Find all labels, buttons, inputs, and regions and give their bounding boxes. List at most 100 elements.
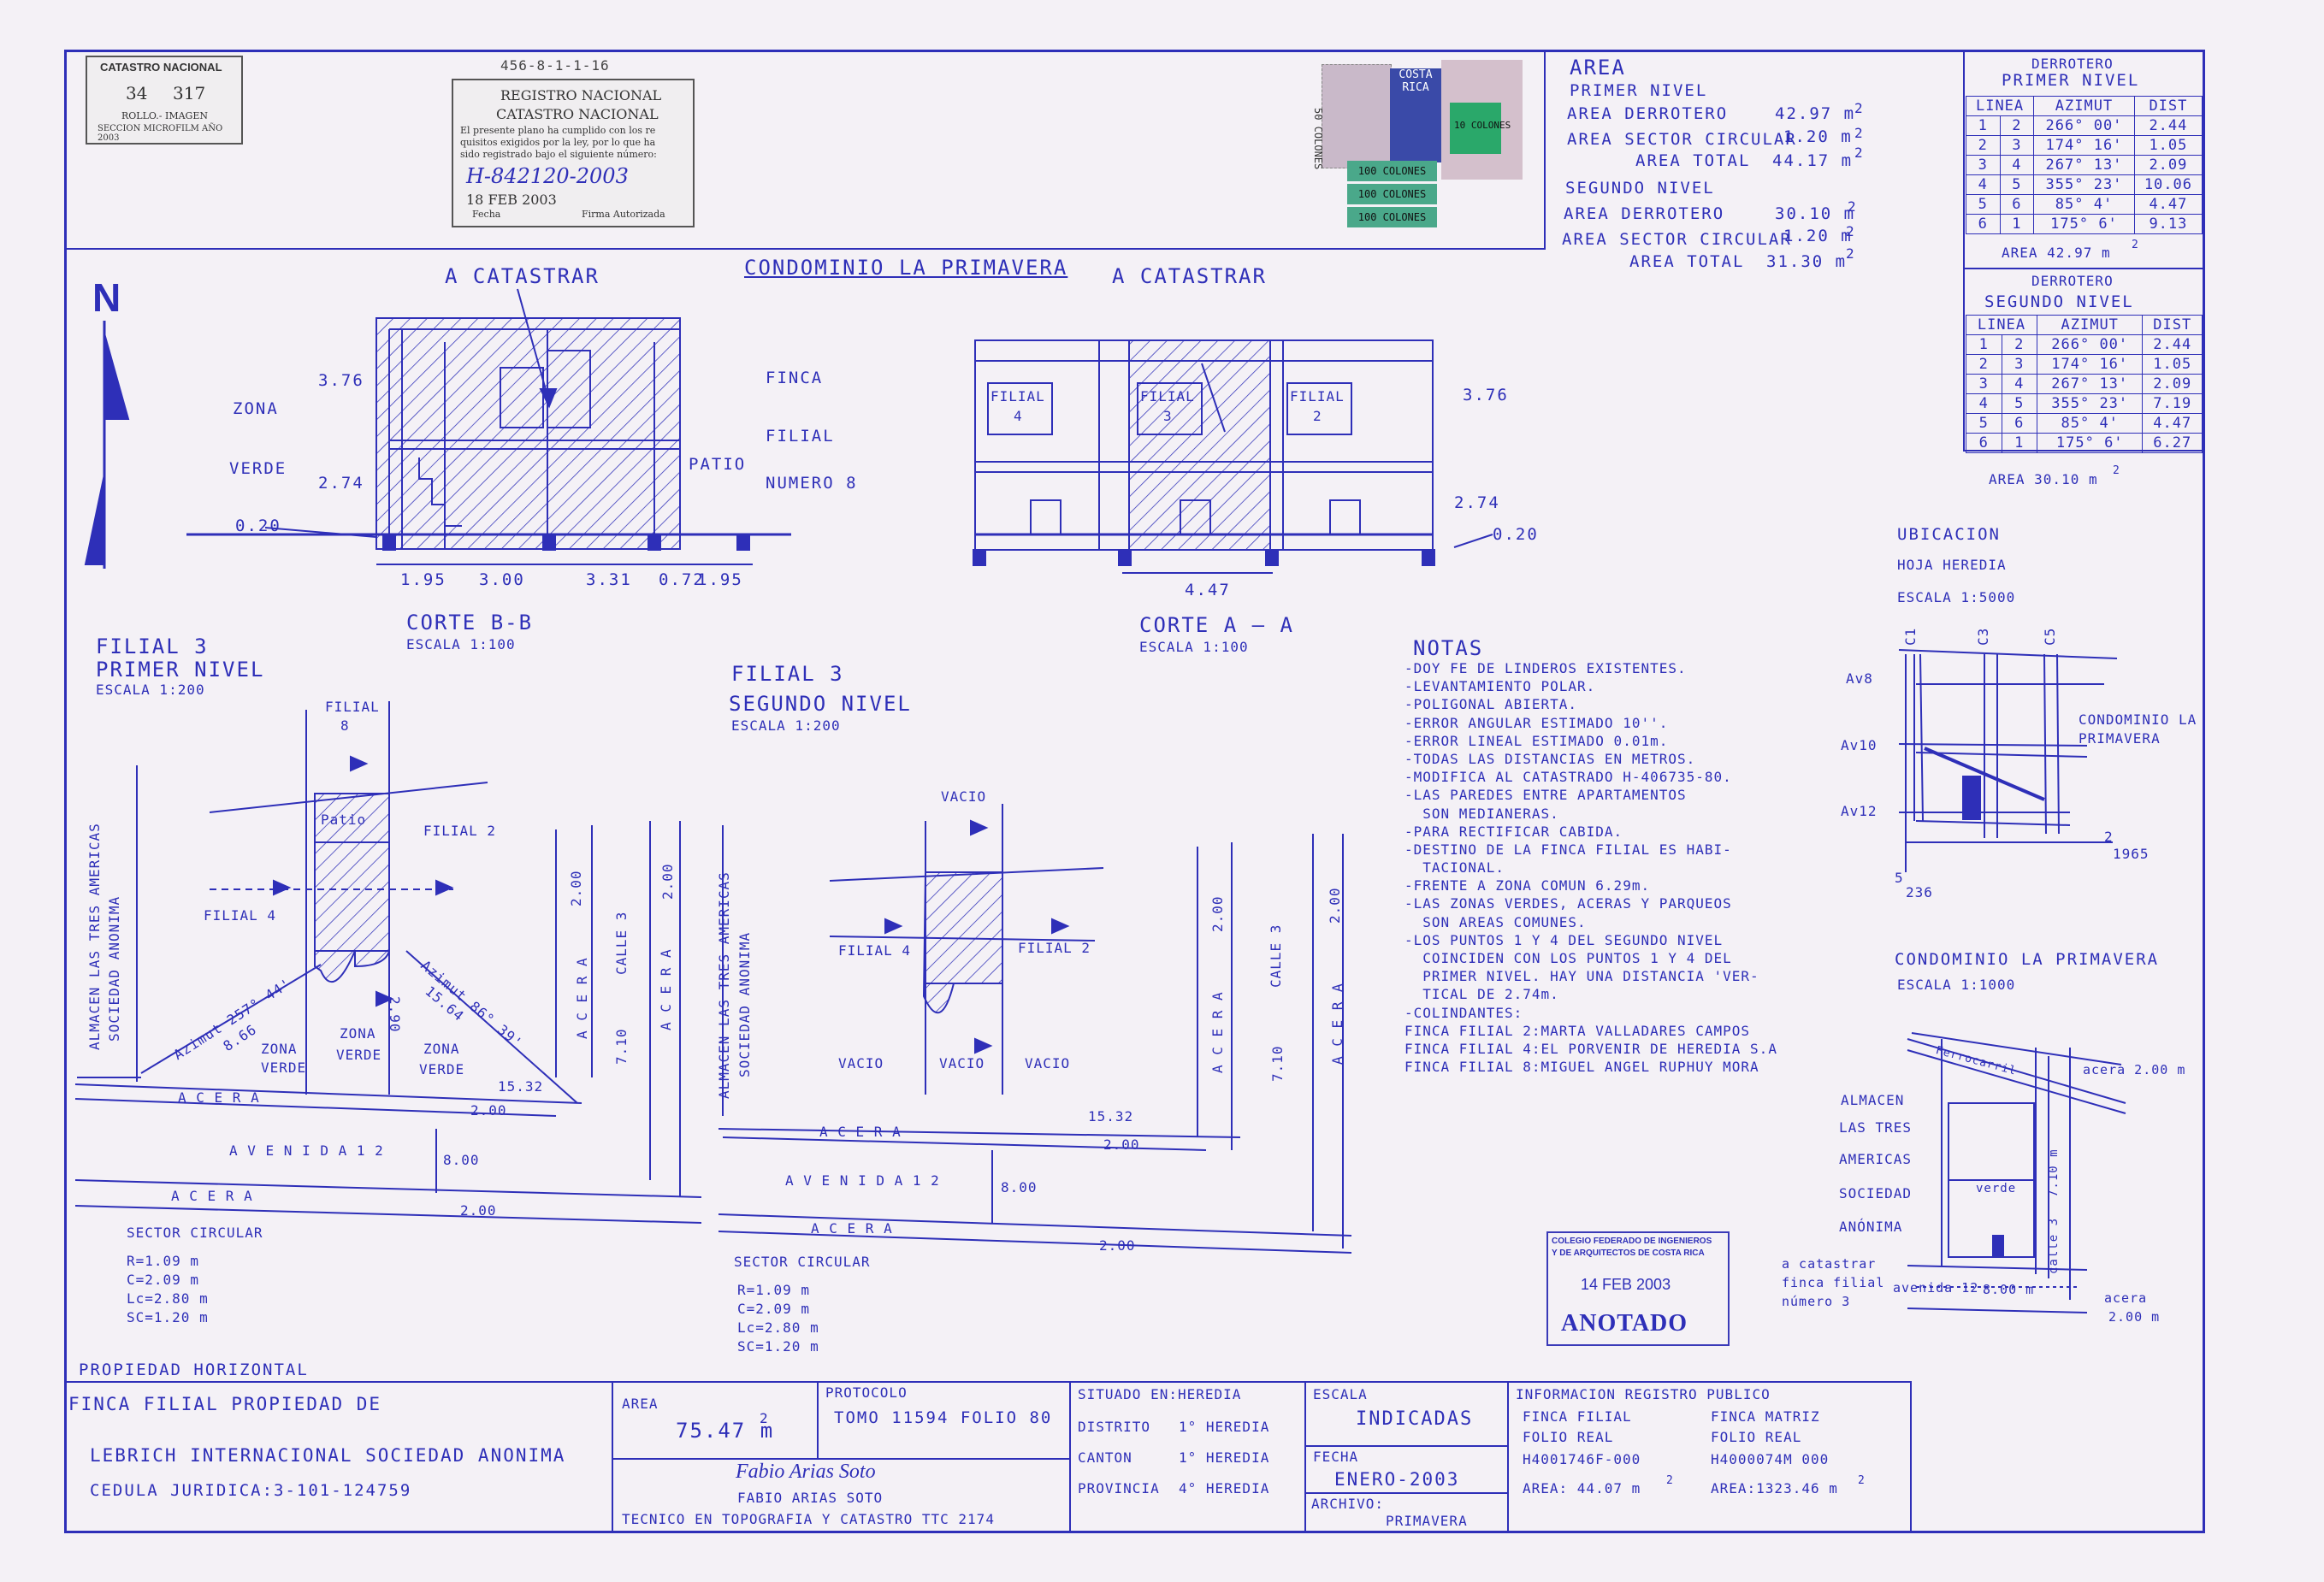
p1-verde-b: VERDE: [336, 1047, 382, 1063]
derrotero2-header: AZIMUT: [2036, 315, 2144, 335]
derrotero1-t1: DERROTERO: [2031, 56, 2114, 72]
ft-signature: Fabio Arias Soto: [736, 1461, 876, 1483]
ft-archivo-v: PRIMAVERA: [1386, 1513, 1468, 1529]
bb-patio: PATIO: [689, 455, 747, 474]
north-arrow: [84, 321, 130, 569]
p1-lc: Lc=2.80 m: [127, 1290, 209, 1307]
cm-alm5: ANÓNIMA: [1839, 1219, 1903, 1235]
sup4: 2: [1848, 198, 1857, 215]
p2-800: 8.00: [1001, 1179, 1038, 1195]
derrotero2-t1: DERROTERO: [2031, 273, 2114, 289]
area-sc-label: AREA SECTOR CIRCULAR: [1562, 230, 1792, 249]
derrotero-mid: [1963, 268, 2205, 269]
p1-avenida: A V E N I D A 1 2: [229, 1142, 384, 1159]
derrotero2-cell: 5: [1966, 413, 2002, 434]
colegio-l1: COLEGIO FEDERADO DE INGENIEROS: [1552, 1237, 1712, 1246]
nota-line: -DESTINO DE LA FINCA FILIAL ES HABI-: [1404, 841, 1732, 858]
nota-line: -ERROR ANGULAR ESTIMADO 10''.: [1404, 714, 1669, 731]
nota-line: -TODAS LAS DISTANCIAS EN METROS.: [1404, 750, 1696, 767]
p2-200-v2: 2.00: [1327, 887, 1343, 924]
aa-a-catastrar: A CATASTRAR: [1112, 264, 1267, 288]
p1-almacen1: ALMACEN LAS TRES AMERICAS: [86, 823, 103, 1050]
derrotero1-cell: 5: [1999, 174, 2035, 195]
nota-line: FINCA FILIAL 2:MARTA VALLADARES CAMPOS: [1404, 1022, 1751, 1039]
derrotero1-cell: 2.09: [2133, 155, 2203, 175]
catastro-line2: SECCION MICROFILM AÑO 2003: [98, 124, 223, 143]
cm-710: 7.10 m: [2047, 1148, 2061, 1197]
north-label: N: [92, 275, 123, 320]
ft-distrito-v: 1° HEREDIA: [1179, 1419, 1270, 1435]
ft-div4: [1304, 1381, 1306, 1533]
derrotero2-cell: 1: [2001, 433, 2037, 453]
ub-c1: C1: [1902, 627, 1919, 646]
ub-t2: HOJA HEREDIA: [1897, 557, 2007, 573]
ub-t1: UBICACION: [1897, 525, 2001, 544]
cm-av12: avenida 12: [1893, 1280, 1979, 1296]
cm-800: 8.00 m: [1983, 1282, 2035, 1297]
p1-verde-c: VERDE: [419, 1061, 465, 1077]
area-primer: PRIMER NIVEL: [1570, 81, 1708, 100]
ft-owner: LEBRICH INTERNACIONAL SOCIEDAD ANONIMA: [90, 1445, 566, 1466]
ft-fecha-v: ENERO-2003: [1334, 1469, 1460, 1490]
derrotero1-area: AREA 42.97 m: [2002, 245, 2111, 261]
p1-c: C=2.09 m: [127, 1272, 200, 1288]
derrotero2-cell: 174° 16': [2036, 354, 2144, 375]
derrotero1-cell: 5: [1966, 194, 2001, 215]
derrotero1-cell: 3: [1999, 135, 2035, 156]
cm-alm4: SOCIEDAD: [1839, 1185, 1913, 1201]
derrotero1-cell: 6: [1999, 194, 2035, 215]
aa-274: 2.74: [1454, 493, 1500, 512]
ft-protocolo-l: PROTOCOLO: [825, 1384, 908, 1401]
p1-zona-c: ZONA: [423, 1041, 460, 1057]
derrotero2-cell: 6.27: [2142, 433, 2203, 453]
derrotero2-cell: 4: [1966, 393, 2002, 414]
ft-escala-v: INDICADAS: [1356, 1408, 1474, 1430]
area-pc-val: 1.20 m: [1783, 127, 1853, 146]
nota-line: -FRENTE A ZONA COMUN 6.29m.: [1404, 877, 1651, 894]
cm-scale: ESCALA 1:1000: [1897, 977, 2016, 993]
nota-line: -LAS ZONAS VERDES, ACERAS Y PARQUEOS: [1404, 895, 1732, 912]
registro-t2: CATASTRO NACIONAL: [496, 106, 659, 122]
derrotero2-cell: 6: [1966, 433, 2002, 453]
cm-200: 2.00 m: [2108, 1309, 2161, 1325]
derrotero1-cell: 4: [1999, 155, 2035, 175]
p2-200b: 2.00: [1099, 1237, 1136, 1254]
derrotero2-cell: 4.47: [2142, 413, 2203, 434]
sup6: 2: [1846, 245, 1855, 262]
area-st-label: AREA TOTAL: [1629, 252, 1745, 271]
nota-line: SON MEDIANERAS.: [1404, 805, 1559, 822]
registro-date: 18 FEB 2003: [466, 192, 557, 208]
derrotero2-cell: 266° 00': [2036, 334, 2144, 355]
derrotero1-cell: 2: [1966, 135, 2001, 156]
area-sd-val: 30.10 m: [1775, 204, 1856, 223]
p1-zona-b: ZONA: [340, 1025, 376, 1042]
plan-primer-nivel-drawing: [74, 701, 702, 1224]
aa-n2: 2: [1313, 408, 1322, 424]
bb-a-catastrar: A CATASTRAR: [445, 264, 600, 288]
p1-200-v2: 2.00: [659, 863, 676, 900]
bb-zona: ZONA: [233, 399, 279, 418]
derrotero1-cell: 85° 4': [2033, 194, 2135, 215]
derrotero2-area: AREA 30.10 m: [1989, 471, 2098, 487]
nota-line: -LOS PUNTOS 1 Y 4 DEL SEGUNDO NIVEL: [1404, 931, 1724, 948]
p1-290: 2.90: [387, 996, 403, 1033]
p1-1532: 15.32: [498, 1078, 544, 1095]
registro-body2: quisitos exigidos por la ley, por lo que…: [460, 137, 656, 148]
ft-div3: [1069, 1381, 1071, 1533]
p2-acera2: A C E R A: [811, 1220, 893, 1237]
ub-scale: ESCALA 1:5000: [1897, 589, 2016, 605]
derrotero2-cell: 175° 6': [2036, 433, 2144, 453]
area-pt-val: 44.17 m: [1772, 151, 1854, 170]
nota-line: FINCA FILIAL 8:MIGUEL ANGEL RUPHUY MORA: [1404, 1059, 1759, 1076]
stamp-costa-rica: COSTA RICA: [1390, 68, 1441, 162]
bb-dim-0: 1.95: [400, 570, 446, 589]
cm-acat2: finca filial: [1782, 1275, 1885, 1290]
aa-f4: FILIAL: [991, 388, 1045, 404]
registro-body3: sido registrado bajo el siguiente número…: [460, 149, 657, 160]
cm-alm3: AMERICAS: [1839, 1151, 1913, 1167]
derrotero1-cell: 1.05: [2133, 135, 2203, 156]
